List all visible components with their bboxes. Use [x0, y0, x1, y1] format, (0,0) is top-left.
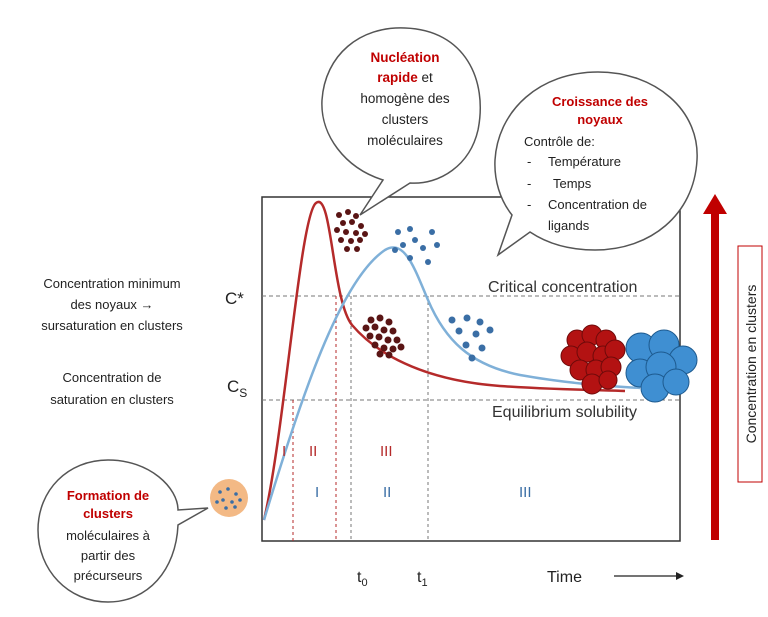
- growth-subtitle: Contrôle de:: [524, 134, 595, 149]
- growth-bubble: [494, 71, 698, 257]
- nucleation-line-4: clusters: [382, 112, 429, 127]
- growth-bullet-3: -: [527, 197, 531, 212]
- c-s-label: CS: [227, 377, 247, 400]
- right-axis-label: Concentration en clusters: [743, 285, 759, 444]
- right-axis-label-box: [737, 245, 763, 483]
- dark-dots-cluster-top: [334, 209, 368, 252]
- red-curve: [262, 200, 626, 521]
- phase-red-1: I: [282, 443, 286, 460]
- blue-nanoparticle-aggregate: [625, 329, 698, 403]
- phase-red-3: III: [380, 443, 393, 460]
- time-label: Time: [547, 569, 582, 586]
- sat-conc-line-1: Concentration de: [62, 370, 161, 385]
- concentration-arrow: [703, 194, 727, 540]
- t1-label: t1: [417, 569, 428, 589]
- nucleation-line-2: rapide et: [377, 70, 433, 85]
- t0-sub: 0: [361, 577, 367, 589]
- growth-bullet-1: -: [527, 154, 531, 169]
- c-star-label: C*: [225, 289, 244, 308]
- c-s-main: C: [227, 377, 239, 396]
- critical-concentration-label: Critical concentration: [488, 279, 637, 296]
- nucleation-highlight-2: rapide: [377, 70, 418, 85]
- blue-curve: [262, 246, 641, 521]
- nucleation-line-3: homogène des: [360, 91, 450, 106]
- phase-red-2: II: [309, 443, 317, 460]
- min-conc-line-3: sursaturation en clusters: [41, 318, 183, 333]
- phase-blue-1: I: [315, 484, 319, 501]
- dark-dots-cluster-middle: [362, 314, 405, 359]
- nucleation-line-5: moléculaires: [367, 133, 443, 148]
- precursor-blob: [210, 479, 248, 517]
- equilibrium-solubility-label: Equilibrium solubility: [492, 404, 637, 421]
- growth-bullet-2: -: [527, 176, 531, 191]
- blue-dots-cluster-middle: [448, 314, 494, 362]
- formation-bubble: [37, 459, 209, 603]
- nucleation-line-2-rest: et: [418, 70, 433, 85]
- phase-blue-3: III: [519, 484, 532, 501]
- growth-item-1: Température: [548, 154, 621, 169]
- formation-line-3: moléculaires à: [66, 528, 151, 543]
- time-arrow: [614, 572, 684, 580]
- growth-item-2: Temps: [553, 176, 592, 191]
- formation-line-4: partir des: [81, 548, 136, 563]
- blue-dots-cluster-top: [392, 226, 440, 265]
- min-conc-line-1: Concentration minimum: [43, 276, 180, 291]
- nucleation-highlight-1: Nucléation: [370, 50, 439, 65]
- t0-main: t: [357, 569, 362, 586]
- growth-item-4: ligands: [548, 218, 590, 233]
- t1-sub: 1: [421, 577, 427, 589]
- growth-item-3: Concentration de: [548, 197, 647, 212]
- sat-conc-line-2: saturation en clusters: [50, 392, 174, 407]
- formation-line-5: précurseurs: [74, 568, 143, 583]
- growth-title-1: Croissance des: [552, 94, 648, 109]
- red-nanoparticle-aggregate: [560, 324, 626, 395]
- t0-label: t0: [357, 569, 368, 589]
- nucleation-bubble: [321, 27, 482, 216]
- growth-title-2: noyaux: [577, 112, 623, 127]
- t1-main: t: [417, 569, 422, 586]
- formation-title-1: Formation de: [67, 488, 149, 503]
- min-conc-line-2: des noyaux →: [70, 297, 153, 312]
- phase-blue-2: II: [383, 484, 391, 501]
- c-s-sub: S: [239, 386, 247, 400]
- formation-title-2: clusters: [83, 506, 133, 521]
